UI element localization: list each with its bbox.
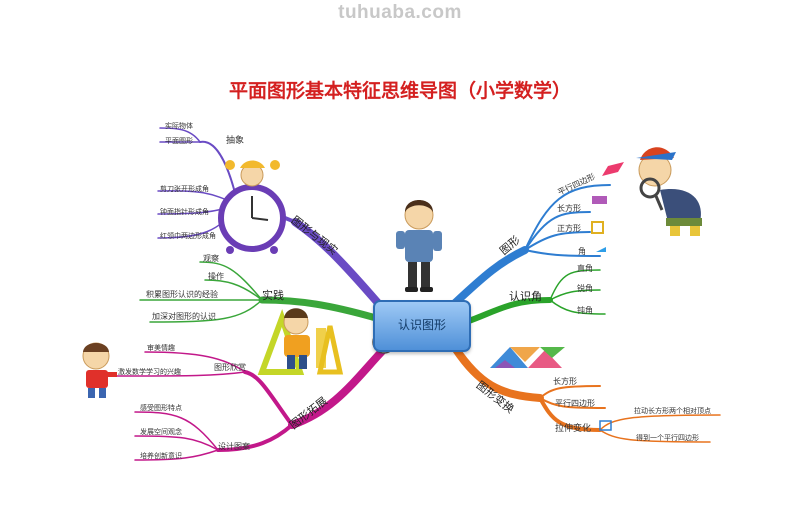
leaf-feel-features: 感受图形特点: [140, 404, 182, 412]
node-abstract: 抽象: [226, 136, 245, 146]
parallelogram-icon: [602, 162, 624, 176]
page-title: 平面图形基本特征思维导图（小学数学）: [228, 80, 571, 102]
leaf-interest: 激发数学学习的兴趣: [118, 368, 181, 376]
leaf-pull-vertices: 拉动长方形两个相对顶点: [634, 407, 711, 415]
boy-ruler-illustration: [257, 308, 344, 375]
leaf-right-angle: 直角: [577, 264, 593, 273]
rectangle-icon: [592, 196, 607, 204]
leaf-transform-parallelogram: 平行四边形: [555, 399, 595, 408]
leaf-get-parallelogram: 得到一个平行四边形: [636, 434, 699, 442]
leaf-transform-rectangle: 长方形: [553, 377, 577, 386]
boy-magnifier-illustration: [636, 147, 702, 236]
leaf-angle: 角: [578, 247, 586, 256]
angle-icon: [596, 247, 606, 252]
branch-practice: 实践: [262, 289, 284, 302]
leaf-clock-angle: 钟面指针形成角: [160, 208, 209, 216]
leaf-obtuse-angle: 钝角: [577, 306, 593, 315]
watermark: tuhuaba.com: [338, 2, 462, 23]
leaf-scarf-angle: 红领巾两边形成角: [160, 232, 216, 240]
leaf-accumulate: 积累图形认识的经验: [146, 290, 218, 299]
leaf-deepen: 加深对图形的认识: [152, 312, 216, 321]
leaf-observe: 观察: [203, 254, 219, 263]
leaf-plane-figure: 平面图形: [165, 137, 193, 145]
clock-illustration: [218, 160, 286, 254]
center-node: 认识图形: [373, 300, 471, 352]
center-node-label: 认识图形: [397, 318, 446, 332]
boy-pointing-illustration: [82, 342, 117, 398]
leaf-square: 正方形: [557, 224, 581, 233]
leaf-operate: 操作: [208, 272, 224, 281]
boy-standing-illustration: [396, 200, 442, 292]
stretch-rect-icon: [599, 420, 612, 431]
leaf-innovation: 培养创新意识: [140, 452, 182, 460]
node-design: 设计图案: [218, 442, 250, 451]
leaf-scissors-angle: 剪刀张开形成角: [160, 185, 209, 193]
square-icon: [591, 221, 604, 234]
leaf-acute-angle: 锐角: [577, 284, 593, 293]
node-stretch: 拉伸变化: [555, 424, 592, 434]
tangram-illustration: [490, 347, 565, 368]
leaf-real-object: 实际物体: [165, 122, 193, 130]
leaf-spatial: 发展空间观念: [140, 428, 182, 436]
branch-angle: 认识角: [509, 290, 542, 303]
node-appreciation: 图形欣赏: [214, 363, 246, 372]
leaf-rectangle: 长方形: [557, 204, 581, 213]
leaf-aesthetic: 审美情趣: [147, 344, 175, 352]
